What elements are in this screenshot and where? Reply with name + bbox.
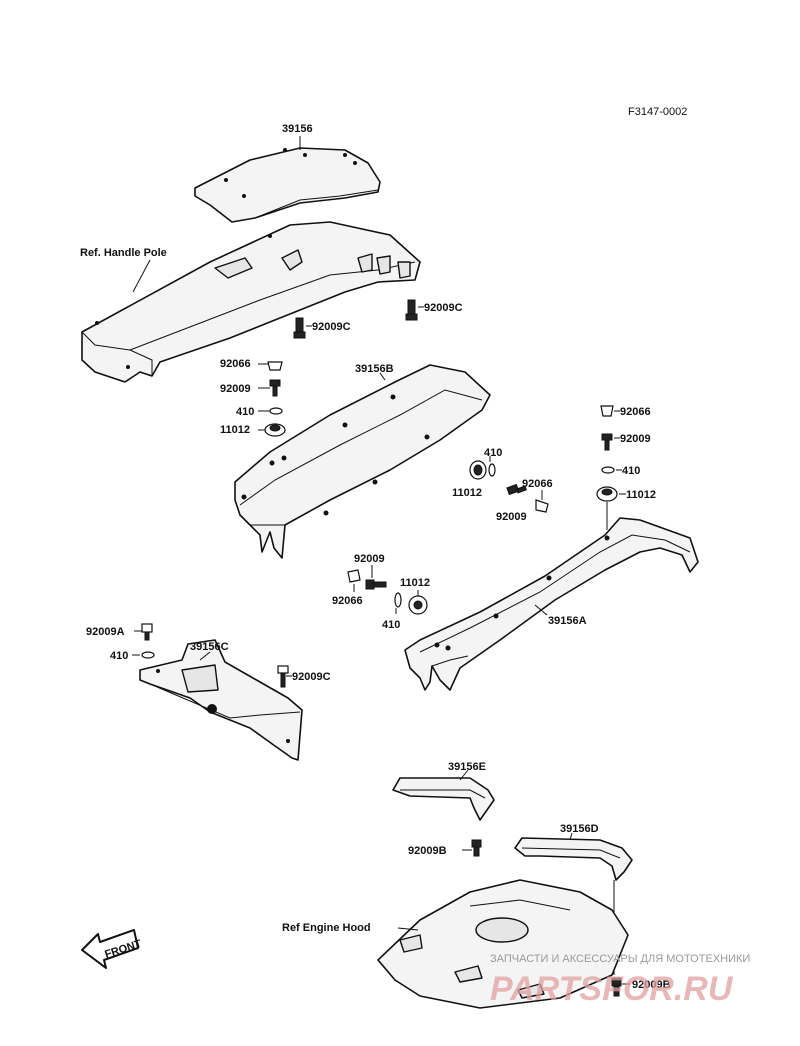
- screw-92009-c: [601, 433, 613, 451]
- label-92009b-a: 92009B: [408, 845, 447, 857]
- washer-410-c: [601, 466, 615, 474]
- bolt-92009c-right: [405, 299, 418, 321]
- washer-410-a: [269, 407, 283, 415]
- label-11012-c: 11012: [626, 489, 656, 501]
- bolt-92009c-left: [293, 317, 306, 339]
- part-39156-top-cover: [194, 147, 381, 223]
- washer-410-e: [141, 651, 155, 659]
- label-92009c-right: 92009C: [424, 302, 463, 314]
- label-39156d: 39156D: [560, 823, 599, 835]
- label-410-a: 410: [236, 406, 254, 418]
- label-92009-d: 92009: [354, 553, 385, 565]
- grommet-11012-d: [408, 595, 428, 615]
- label-92009-a: 92009: [220, 383, 251, 395]
- label-92066-d: 92066: [332, 595, 363, 607]
- label-92009c-lower: 92009C: [292, 671, 331, 683]
- figure-code: F3147-0002: [628, 106, 687, 118]
- label-410-d: 410: [382, 619, 400, 631]
- front-arrow-icon: FRONT: [81, 929, 143, 969]
- part-39156a: [404, 517, 699, 691]
- label-39156b: 39156B: [355, 363, 394, 375]
- screw-92009b-a: [471, 839, 482, 857]
- screw-92009-a: [269, 379, 281, 397]
- screw-92009-b: [506, 483, 527, 496]
- label-39156: 39156: [282, 123, 313, 135]
- label-92009c-left: 92009C: [312, 321, 351, 333]
- grommet-11012-c: [596, 486, 618, 502]
- label-92009b-b: 92009B: [632, 979, 671, 991]
- label-410-b: 410: [484, 447, 502, 459]
- grommet-92066-b: [535, 499, 549, 513]
- label-11012-b: 11012: [452, 487, 482, 499]
- label-ref-engine-hood: Ref Engine Hood: [282, 922, 371, 934]
- label-ref-handle-pole: Ref. Handle Pole: [80, 247, 167, 259]
- bolt-92009c-lower: [277, 665, 289, 688]
- grommet-11012-b: [469, 460, 487, 480]
- part-39156b: [234, 364, 491, 559]
- bolt-92009a: [141, 623, 153, 641]
- label-11012-a: 11012: [220, 424, 250, 436]
- label-39156e: 39156E: [448, 761, 486, 773]
- grommet-92066-a: [267, 361, 283, 371]
- label-92009a: 92009A: [86, 626, 125, 638]
- label-410-e: 410: [110, 650, 128, 662]
- part-39156c: [139, 639, 303, 761]
- washer-410-d: [394, 592, 402, 608]
- label-92009-c: 92009: [620, 433, 651, 445]
- part-39156e: [392, 777, 495, 821]
- label-92066-b: 92066: [522, 478, 553, 490]
- part-handle-pole: [81, 221, 421, 383]
- grommet-11012-a: [264, 423, 286, 437]
- part-engine-hood: [377, 879, 629, 1009]
- part-39156d: [514, 837, 633, 881]
- label-92066-a: 92066: [220, 358, 251, 370]
- label-11012-d: 11012: [400, 577, 430, 589]
- washer-410-b: [488, 463, 496, 477]
- watermark-site: PARTSFOR.RU: [490, 970, 734, 1008]
- label-39156c: 39156C: [190, 641, 229, 653]
- label-92066-c: 92066: [620, 406, 651, 418]
- screw-92009b-b: [611, 977, 622, 997]
- screw-92009-d: [365, 579, 387, 590]
- grommet-92066-c: [600, 405, 614, 417]
- label-92009-b: 92009: [496, 511, 527, 523]
- grommet-92066-d: [347, 569, 361, 583]
- label-410-c: 410: [622, 465, 640, 477]
- watermark-tagline: ЗАПЧАСТИ И АКСЕССУАРЫ ДЛЯ МОТОТЕХНИКИ: [490, 953, 750, 965]
- label-39156a: 39156A: [548, 615, 587, 627]
